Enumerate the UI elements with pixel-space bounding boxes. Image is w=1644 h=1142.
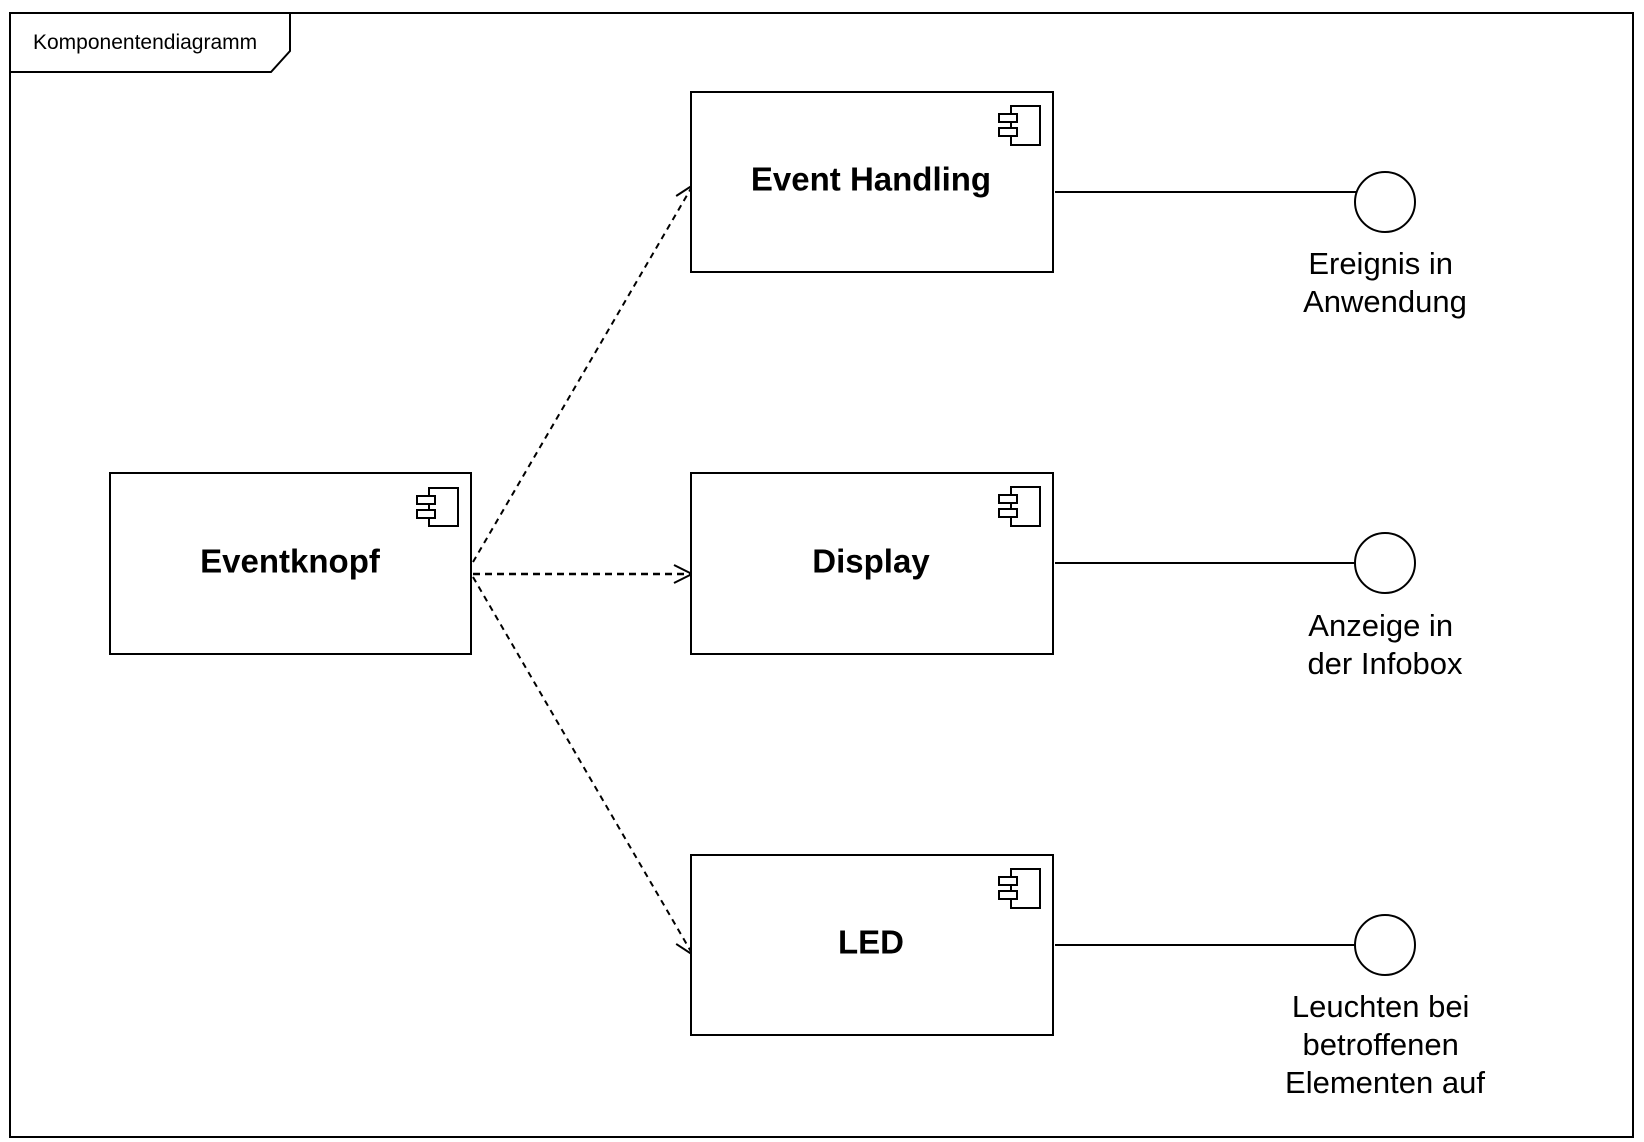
interface-label-led: Leuchten bei betroffenen Elementen auf <box>1285 989 1485 1100</box>
interface-label-event-handling: Ereignis in Anwendung <box>1303 246 1467 319</box>
interface-label-line: Elementen auf <box>1285 1065 1485 1100</box>
interface-connectors <box>1055 191 1356 946</box>
component-icon <box>998 868 1041 909</box>
interface-label-display: Anzeige in der Infobox <box>1307 608 1463 681</box>
interface-display[interactable]: Anzeige in der Infobox <box>1307 532 1463 681</box>
component-display[interactable]: Display <box>690 472 1054 655</box>
interface-led[interactable]: Leuchten bei betroffenen Elementen auf <box>1285 914 1485 1100</box>
component-icon <box>416 487 459 527</box>
interface-lollipop <box>1354 171 1416 233</box>
dependency-arrows <box>472 183 695 957</box>
component-icon <box>998 486 1041 527</box>
component-label-eventknopf: Eventknopf <box>200 543 381 580</box>
frame-title-tab <box>10 13 291 73</box>
component-label-event-handling: Event Handling <box>751 161 991 198</box>
interface-label-line: Anzeige in <box>1308 608 1453 643</box>
component-icon <box>998 105 1041 146</box>
interface-lollipop <box>1354 914 1416 976</box>
component-led[interactable]: LED <box>690 854 1054 1036</box>
frame-title: Komponentendiagramm <box>33 31 257 54</box>
dependency-eventknopf-to-event-handling[interactable] <box>472 183 695 563</box>
interface-label-line: Leuchten bei <box>1292 989 1470 1024</box>
component-event-handling[interactable]: Event Handling <box>690 91 1054 273</box>
interface-label-line: Ereignis in <box>1308 246 1453 281</box>
interface-label-line: Anwendung <box>1303 284 1467 319</box>
interface-lollipop <box>1354 532 1416 594</box>
component-eventknopf[interactable]: Eventknopf <box>109 472 472 655</box>
dependency-eventknopf-to-led[interactable] <box>472 576 695 957</box>
interface-label-line: der Infobox <box>1307 646 1463 681</box>
interface-event-handling[interactable]: Ereignis in Anwendung <box>1303 171 1467 319</box>
component-label-led: LED <box>838 924 904 961</box>
component-label-display: Display <box>812 543 930 580</box>
interface-label-line: betroffenen <box>1303 1027 1459 1062</box>
